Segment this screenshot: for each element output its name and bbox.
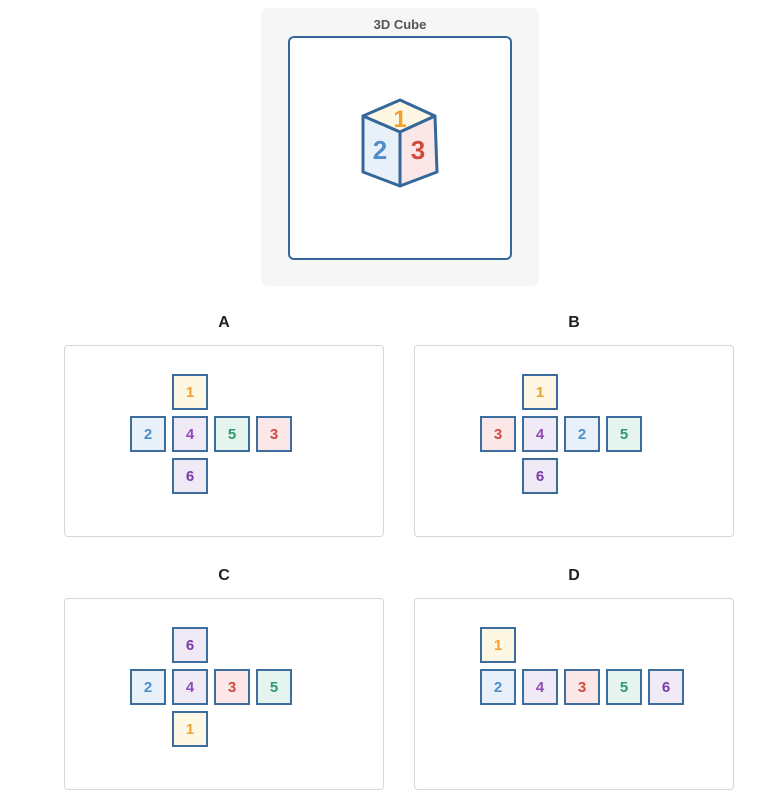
net-face: 4 [172, 416, 208, 452]
option-a-label: A [218, 314, 230, 331]
option-c-net[interactable]: 6 2 4 3 5 1 [64, 598, 384, 790]
option-b-net[interactable]: 1 3 4 2 5 6 [414, 345, 734, 537]
cube-drawing: 1 2 3 [361, 98, 439, 188]
net-face: 1 [522, 374, 558, 410]
net-face: 2 [564, 416, 600, 452]
cube-frame: 1 2 3 [288, 36, 512, 260]
net-face: 2 [130, 416, 166, 452]
net-face: 6 [648, 669, 684, 705]
cube-left-number: 2 [373, 135, 387, 165]
cube-top-number: 1 [393, 106, 406, 133]
option-c-label: C [218, 567, 230, 584]
net-face: 5 [606, 416, 642, 452]
cube-panel: 3D Cube 1 2 3 [261, 8, 539, 286]
net-face: 4 [522, 416, 558, 452]
net-face: 2 [130, 669, 166, 705]
net-face: 1 [480, 627, 516, 663]
net-face: 5 [256, 669, 292, 705]
net-face: 6 [172, 458, 208, 494]
option-b-label: B [568, 314, 580, 331]
net-face: 4 [522, 669, 558, 705]
net-face: 5 [606, 669, 642, 705]
cube-right-face [398, 114, 439, 188]
net-face: 3 [256, 416, 292, 452]
net-face: 1 [172, 711, 208, 747]
net-face: 1 [172, 374, 208, 410]
net-face: 5 [214, 416, 250, 452]
option-d-label: D [568, 567, 580, 584]
cube-title: 3D Cube [373, 17, 427, 32]
net-face: 3 [214, 669, 250, 705]
cube-right-number: 3 [411, 135, 425, 165]
net-face: 3 [564, 669, 600, 705]
net-face: 6 [522, 458, 558, 494]
option-a-net[interactable]: 1 2 4 5 3 6 [64, 345, 384, 537]
option-d-net[interactable]: 1 2 4 3 5 6 [414, 598, 734, 790]
net-face: 4 [172, 669, 208, 705]
net-face: 6 [172, 627, 208, 663]
net-face: 3 [480, 416, 516, 452]
net-face: 2 [480, 669, 516, 705]
